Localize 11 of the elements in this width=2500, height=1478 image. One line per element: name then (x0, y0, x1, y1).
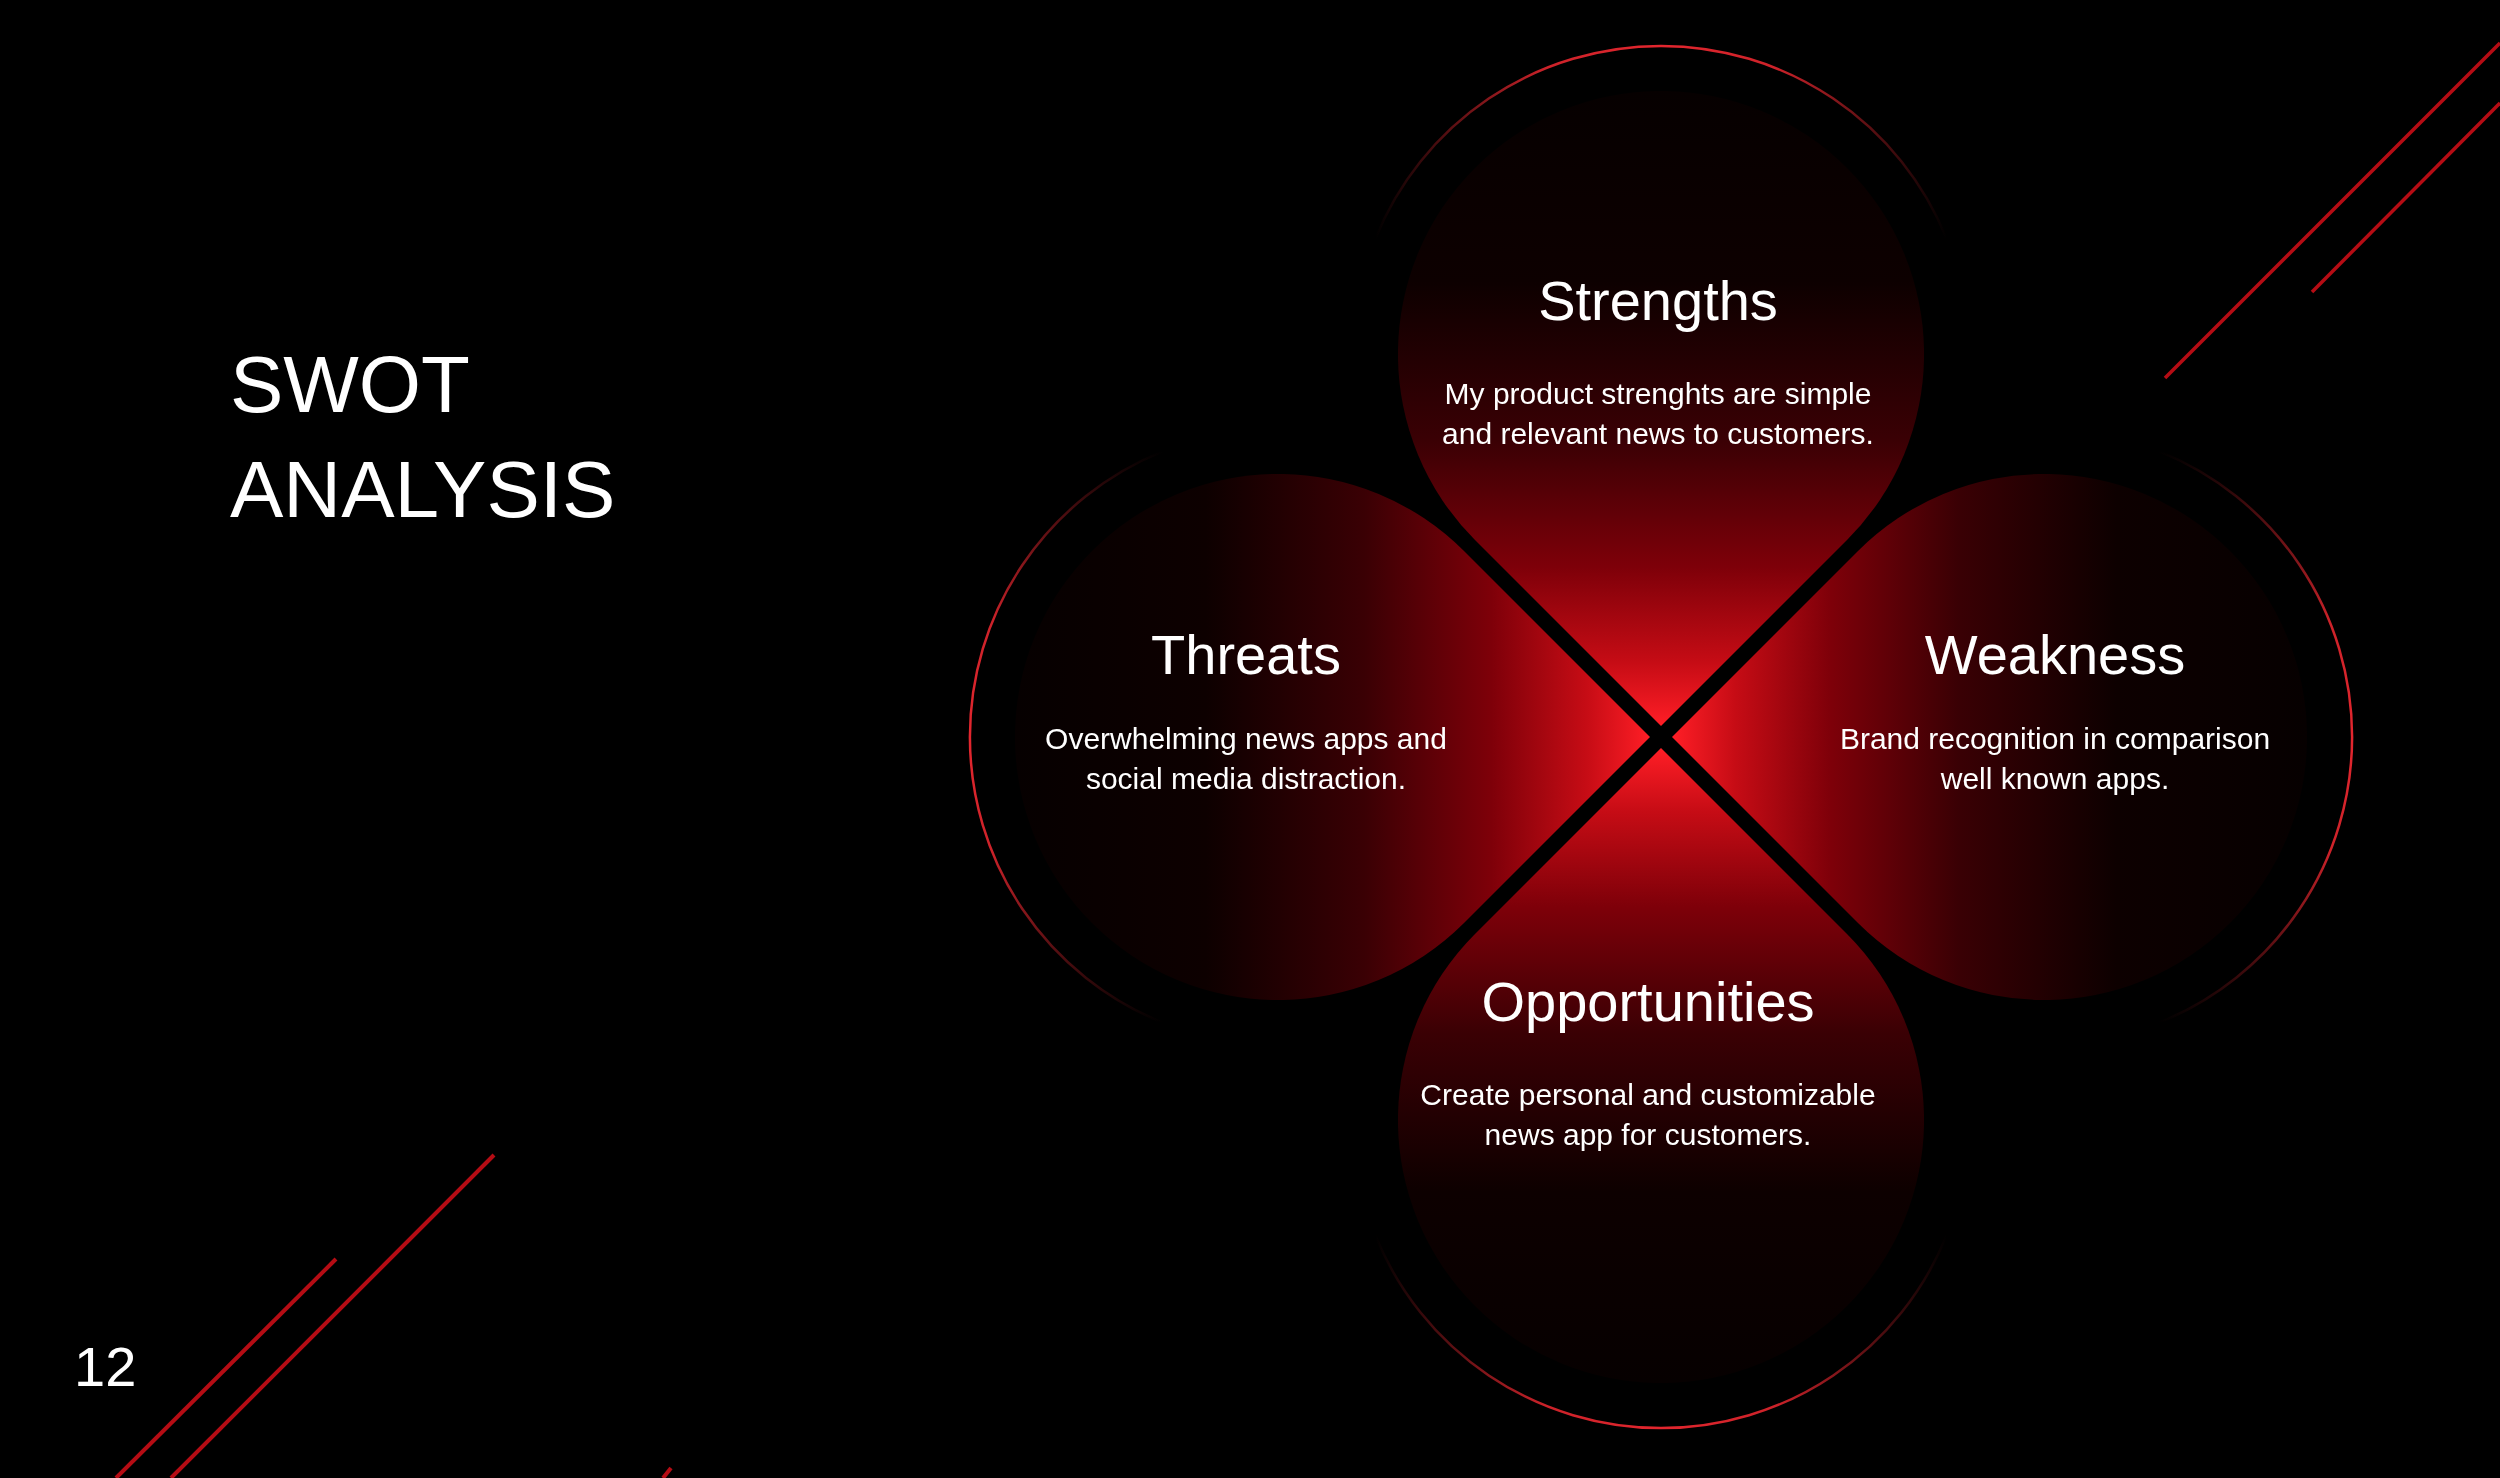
petal-description: Brand recognition in comparison well known apps. (1838, 721, 2272, 797)
page-number: 12 (74, 1339, 137, 1395)
petal-description: My product strenghts are simple and relevant news to customers. (1441, 376, 1875, 452)
slide-title: SWOT ANALYSIS (230, 339, 617, 536)
petal-shape (1398, 91, 1924, 726)
petal-title: Opportunities (1481, 969, 1815, 1035)
petal-description: Create personal and customizable news app for customers. (1419, 1077, 1877, 1153)
petal-title: Strengths (1538, 268, 1778, 334)
petal-title: Threats (1151, 622, 1341, 688)
petal-title: Weakness (1924, 622, 2186, 688)
petal-description: Overwhelming news apps and social media distraction. (1044, 721, 1448, 797)
